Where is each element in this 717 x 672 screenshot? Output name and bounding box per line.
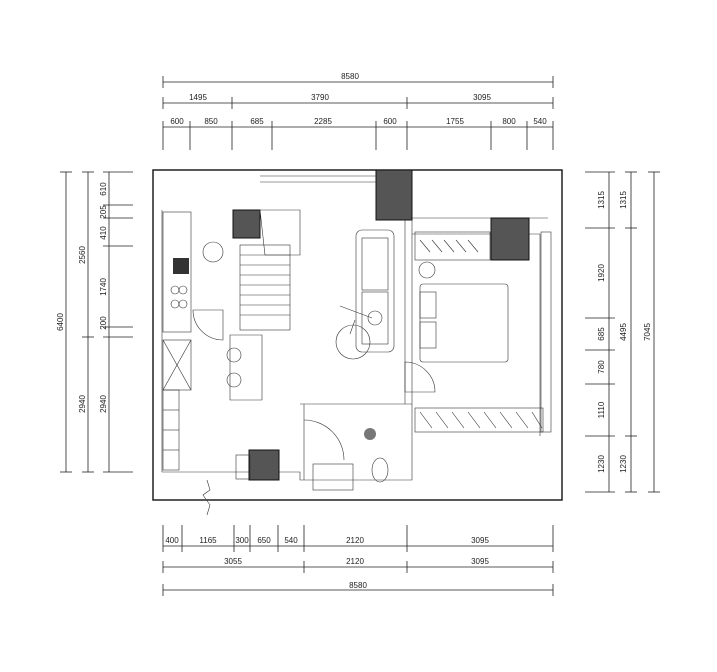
dim-right-detail-6: 1230: [597, 455, 606, 473]
dim-left-detail-2: 205: [99, 205, 108, 219]
top-dimensions: 8580 1495 3790 3095 600 850 685 2285 600…: [162, 72, 554, 150]
living-room: [335, 229, 395, 360]
dim-bottom-detail-6: 2120: [346, 536, 364, 545]
lamp-icon: [418, 261, 436, 279]
right-dimensions: 1315 1920 685 780 1110 1230 1315 4495 12…: [585, 171, 660, 493]
dim-top-total: 8580: [341, 72, 359, 81]
dim-bottom-detail-2: 1165: [199, 536, 217, 545]
toilet-icon: [371, 457, 389, 483]
dim-top-detail-2: 850: [204, 117, 218, 126]
dim-left-mid-2: 2940: [78, 395, 87, 413]
dining-chair-icon: [202, 241, 224, 263]
dim-top-detail-8: 540: [533, 117, 547, 126]
dim-top-mid-2: 3790: [311, 93, 329, 102]
dim-left-detail-5: 200: [99, 316, 108, 330]
dim-bottom-detail-1: 400: [165, 536, 179, 545]
staircase: [202, 209, 301, 401]
dim-top-detail-1: 600: [170, 117, 184, 126]
dim-bottom-mid-3: 3095: [471, 557, 489, 566]
dim-left-detail-3: 410: [99, 226, 108, 240]
dim-right-detail-4: 780: [597, 360, 606, 374]
dim-left-detail-6: 2940: [99, 395, 108, 413]
dim-left-detail-1: 610: [99, 182, 108, 196]
column-bottom: [248, 449, 280, 481]
dim-left-total: 6400: [56, 313, 65, 331]
person-icon: [367, 310, 383, 326]
dim-bottom-detail-4: 650: [257, 536, 271, 545]
dim-top-detail-4: 2285: [314, 117, 332, 126]
dim-right-mid-3: 1230: [619, 455, 628, 473]
kitchen: [162, 211, 224, 471]
dim-bottom-detail-3: 300: [235, 536, 249, 545]
bedroom: [404, 231, 552, 433]
dim-top-detail-3: 685: [250, 117, 264, 126]
dim-bottom-total: 8580: [349, 581, 367, 590]
dim-right-mid-2: 4495: [619, 323, 628, 341]
dim-top-mid-1: 1495: [189, 93, 207, 102]
column-top-stair: [232, 209, 261, 239]
dim-right-detail-1: 1315: [597, 191, 606, 209]
dim-left-mid-1: 2560: [78, 246, 87, 264]
dim-bottom-mid-1: 3055: [224, 557, 242, 566]
left-dimensions: 6400 2560 2940 610 205 410 1740 200 2940: [56, 171, 133, 473]
dim-left-detail-4: 1740: [99, 278, 108, 296]
dim-right-total: 7045: [643, 323, 652, 341]
windows: [260, 175, 376, 183]
dim-top-mid-3: 3095: [473, 93, 491, 102]
dim-right-detail-2: 1920: [597, 264, 606, 282]
dim-top-detail-7: 800: [502, 117, 516, 126]
dim-bottom-detail-5: 540: [284, 536, 298, 545]
entrance-break-line: [202, 479, 211, 516]
kitchen-appliance-icon: [173, 258, 189, 274]
dim-right-mid-1: 1315: [619, 191, 628, 209]
dim-bottom-detail-7: 3095: [471, 536, 489, 545]
dim-top-detail-6: 1755: [446, 117, 464, 126]
column-bedroom: [490, 217, 530, 261]
dim-right-detail-3: 685: [597, 327, 606, 341]
column-top-center: [375, 169, 413, 221]
columns: [232, 169, 530, 481]
dim-right-detail-5: 1110: [597, 401, 606, 418]
shower-drain-icon: [364, 428, 376, 440]
bottom-dimensions: 400 1165 300 650 540 2120 3095 3055 2120…: [162, 525, 554, 596]
dim-top-detail-5: 600: [383, 117, 397, 126]
dim-bottom-mid-2: 2120: [346, 557, 364, 566]
bathroom: [235, 419, 389, 491]
